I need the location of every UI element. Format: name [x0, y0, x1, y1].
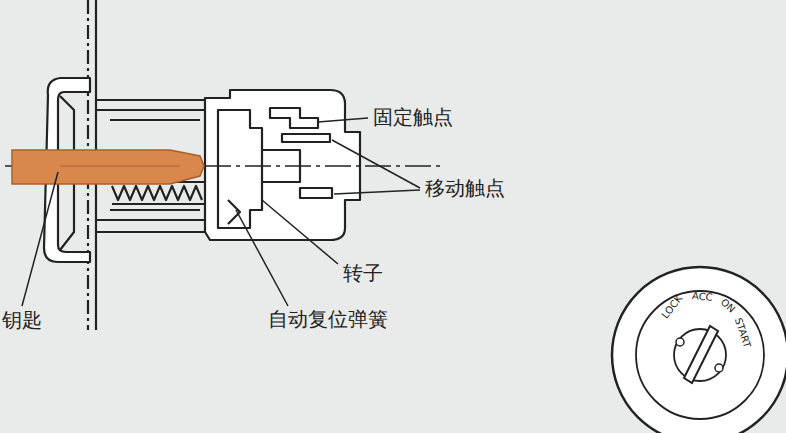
dial-position: ACC [691, 291, 712, 303]
part-label: 移动触点 [425, 177, 505, 199]
part-label: 自动复位弹簧 [268, 308, 388, 330]
part-label: 固定触点 [373, 106, 453, 128]
part-label: 钥匙 [2, 309, 42, 331]
part-label: 转子 [343, 262, 383, 284]
